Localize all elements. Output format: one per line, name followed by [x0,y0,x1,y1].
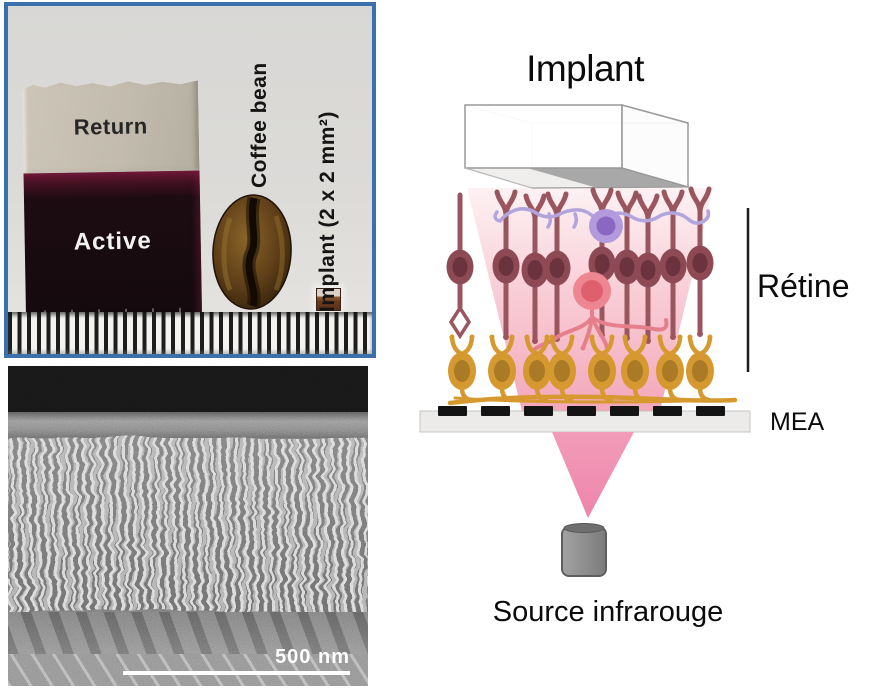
millimeter-ruler [8,312,372,354]
retina-label: Rétine [757,268,850,304]
sem-scale-label: 500 nm [275,646,350,668]
active-electrode-area: Active [23,170,203,321]
return-electrode-area: Return [22,78,200,173]
mea-array [419,406,751,433]
infrared-beam-lower [552,432,634,518]
sem-scale-bar [123,671,350,675]
infrared-source [561,523,607,577]
sem-nanowire-layer [8,438,368,612]
coffee-bean-image [212,194,292,310]
ganglion-cells [448,335,738,406]
implant-size-label: Implant (2 x 2 mm²) [316,111,339,312]
photovoltaic-device: Return Active [22,78,203,321]
active-label: Active [73,227,152,256]
sem-micrograph-panel: 500 nm [8,366,368,686]
sem-background-band [8,366,368,412]
coffee-bean-label: Coffee bean [248,62,271,188]
device-photo-panel: Return Active Coffee bean Impla [4,2,376,358]
return-label: Return [73,113,148,140]
retina-stimulation-diagram [419,104,751,577]
infrared-source-label: Source infrarouge [492,596,724,628]
mea-label: MEA [770,408,825,436]
sem-surface-layer [8,412,368,438]
mea-electrodes [438,406,725,416]
horizontal-cell [493,207,711,243]
implant-chip-image [316,288,341,311]
implant-box [464,104,690,189]
implant-title: Implant [526,48,644,89]
